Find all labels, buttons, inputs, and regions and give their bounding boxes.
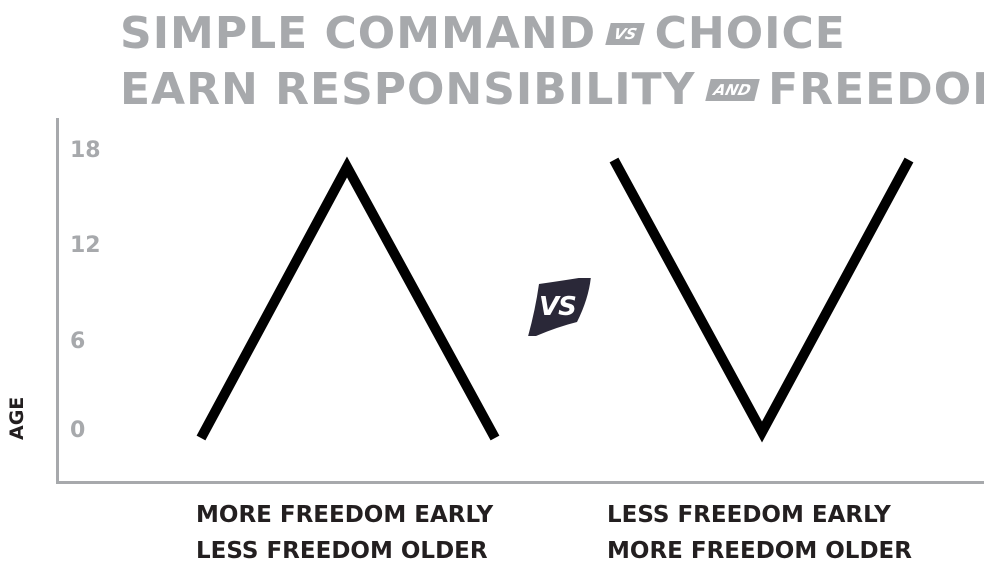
title-line-earn-responsibility-and-freedom: EARN RESPONSIBILITY AND FREEDOM (120, 64, 984, 115)
vs-badge-background (527, 276, 591, 340)
title-earn-responsibility: EARN RESPONSIBILITY (120, 64, 696, 115)
caption-right: LESS FREEDOM EARLY MORE FREEDOM OLDER (607, 497, 912, 569)
tick-label-6: 6 (70, 329, 86, 354)
caption-left-line-1: MORE FREEDOM EARLY (196, 502, 494, 528)
vs-badge: VS (527, 276, 593, 340)
tick-label-0: 0 (70, 418, 86, 443)
vs-badge-shape (527, 276, 591, 340)
caption-left: MORE FREEDOM EARLY LESS FREEDOM OLDER (196, 497, 493, 569)
x-axis-line (56, 481, 984, 484)
tick-label-12: 12 (70, 233, 101, 258)
tick-label-18: 18 (70, 138, 101, 163)
valley-curve-less-freedom-early (609, 157, 914, 443)
title-freedom: FREEDOM (768, 64, 984, 115)
y-axis-line (56, 118, 59, 484)
title-line-simple-command-vs-choice: SIMPLE COMMAND VS CHOICE (120, 10, 965, 58)
title-simple-command: SIMPLE COMMAND (120, 8, 597, 59)
peak-curve-more-freedom-early (196, 156, 500, 441)
title-choice: CHOICE (654, 8, 846, 59)
vs-badge-text: VS (539, 292, 577, 322)
caption-right-line-1: LESS FREEDOM EARLY (607, 502, 891, 528)
caption-right-line-2: MORE FREEDOM OLDER (607, 538, 912, 564)
caption-left-line-2: LESS FREEDOM OLDER (196, 538, 488, 564)
